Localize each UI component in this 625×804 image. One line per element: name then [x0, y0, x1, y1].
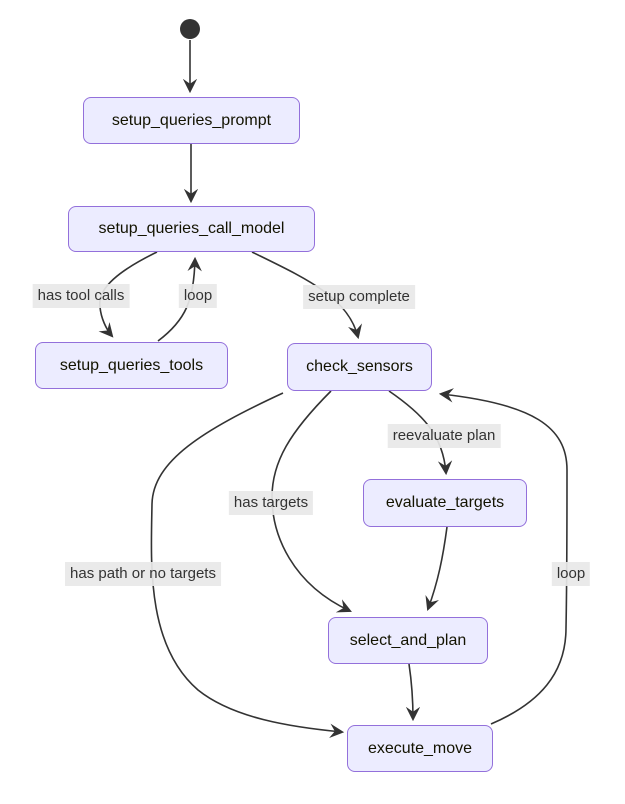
edge-label-has-tool-calls: has tool calls [32, 284, 130, 308]
edge-select-and-plan-to-execute-move [405, 663, 421, 722]
edge-label-has-path-or-no-targets: has path or no targets [65, 562, 221, 586]
edge-label-loop-right: loop [551, 562, 591, 586]
node-label: setup_queries_prompt [111, 111, 272, 129]
node-execute-move: execute_move [347, 725, 493, 772]
edge-label-has-targets: has targets [228, 491, 314, 515]
node-check-sensors: check_sensors [287, 343, 432, 391]
node-setup-queries-tools: setup_queries_tools [35, 342, 228, 389]
edge-label-reevaluate-plan: reevaluate plan [387, 424, 501, 448]
node-label: setup_queries_tools [59, 356, 204, 374]
node-label: check_sensors [306, 358, 413, 375]
node-label: evaluate_targets [385, 494, 505, 511]
node-select-and-plan: select_and_plan [328, 617, 488, 664]
node-label: select_and_plan [349, 631, 467, 649]
node-label: setup_queries_call_model [98, 220, 285, 237]
edge-label-loop-top: loop [178, 284, 218, 308]
node-setup-queries-prompt: setup_queries_prompt [83, 97, 300, 144]
node-evaluate-targets: evaluate_targets [363, 479, 527, 527]
edge-execute-move-to-check-sensors [438, 388, 568, 725]
node-setup-queries-call-model: setup_queries_call_model [68, 206, 315, 252]
edge-label-setup-complete: setup complete [303, 285, 415, 309]
node-label: execute_move [367, 739, 473, 757]
start-state-dot [180, 19, 200, 39]
edge-evaluate-targets-to-select-and-plan [425, 526, 448, 612]
edge-check-sensors-to-execute-move [150, 392, 345, 738]
